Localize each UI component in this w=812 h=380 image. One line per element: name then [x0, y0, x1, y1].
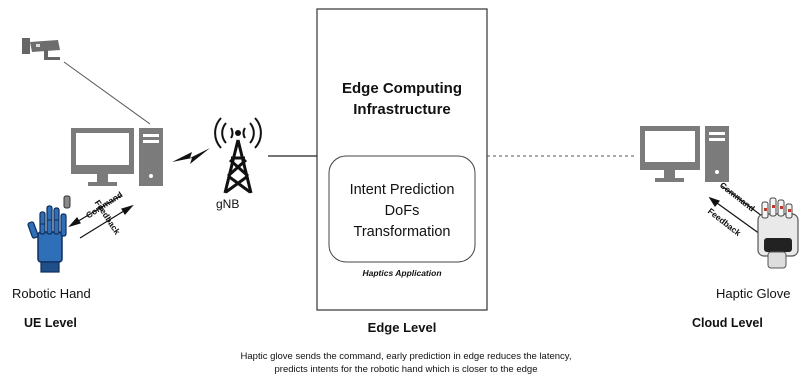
- ue-command-arrow: [68, 194, 123, 228]
- haptic-glove-icon: [757, 197, 799, 269]
- edge-title-line-2: Infrastructure: [353, 101, 451, 118]
- cloud-desktop-computer-icon: [640, 126, 729, 182]
- gnb-label: gNB: [216, 197, 240, 211]
- edge-application-text: Intent Prediction DoFs Transformation: [330, 180, 474, 243]
- figure-caption: Haptic glove sends the command, early pr…: [150, 350, 662, 376]
- transformation-label: Transformation: [353, 224, 451, 240]
- security-camera-icon: [22, 38, 60, 60]
- cloud-level-label: Cloud Level: [692, 316, 763, 330]
- haptics-application-label: Haptics Application: [362, 268, 442, 278]
- ue-feedback-arrow: [79, 204, 134, 239]
- antenna-tower-icon: [214, 117, 262, 194]
- edge-application-box: [328, 155, 476, 263]
- robotic-hand-label: Robotic Hand: [12, 286, 91, 301]
- robotic-hand-icon: [27, 195, 71, 273]
- caption-line-2: predicts intents for the robotic hand wh…: [274, 364, 538, 375]
- dofs-label: DoFs: [384, 203, 420, 219]
- edge-level-label: Edge Level: [367, 320, 437, 335]
- intent-prediction-label: Intent Prediction: [349, 182, 455, 198]
- ue-level-label: UE Level: [24, 316, 77, 330]
- wireless-link-icon: [172, 148, 210, 164]
- haptic-glove-label: Haptic Glove: [716, 286, 791, 301]
- cloud-feedback-arrow: [708, 196, 761, 235]
- edge-infrastructure-title: Edge Computing Infrastructure: [318, 78, 486, 120]
- caption-line-1: Haptic glove sends the command, early pr…: [240, 351, 572, 362]
- edge-title-line-1: Edge Computing: [342, 80, 462, 97]
- ue-desktop-computer-icon: [71, 128, 163, 186]
- camera-to-computer-line: [63, 61, 151, 125]
